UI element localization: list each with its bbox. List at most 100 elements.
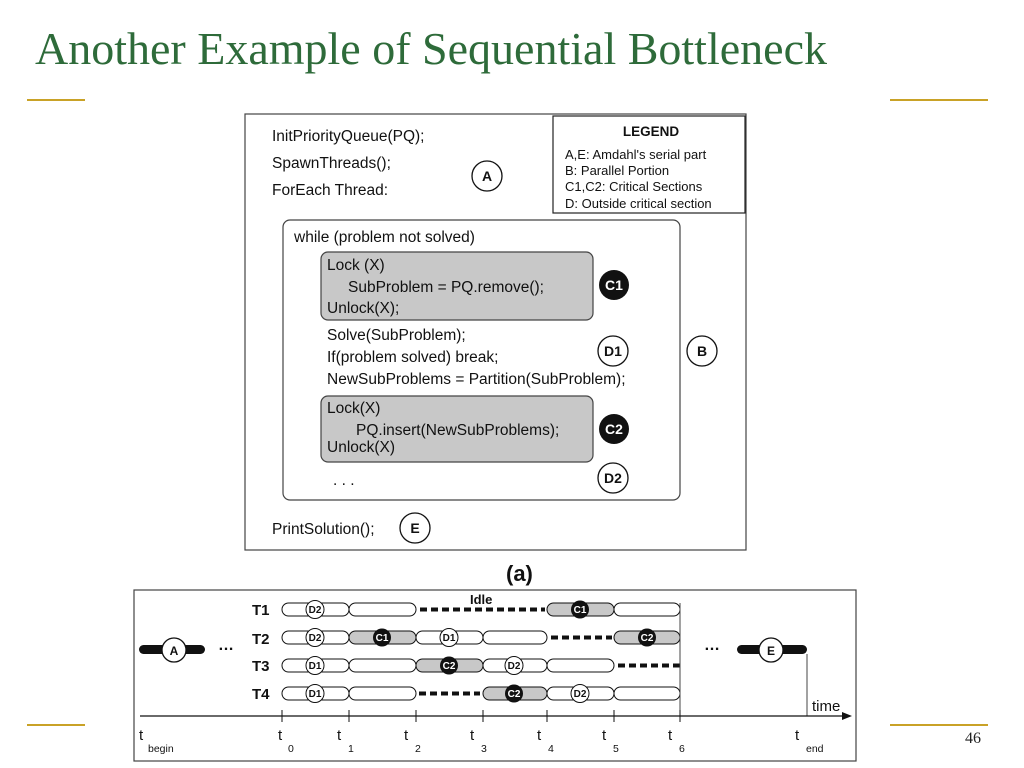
svg-text:C2: C2 [508,689,521,700]
t1-segment-c1: C1 [546,600,615,619]
serial-part-e: E [737,637,807,663]
t3-segment-plain-2 [546,658,615,673]
t1-segment-d2: D2 [281,600,350,619]
code-partition: NewSubProblems = Partition(SubProblem); [327,371,626,388]
legend-item-ae: A,E: Amdahl's serial part [565,147,707,162]
svg-text:t: t [404,727,409,744]
legend-box: LEGEND A,E: Amdahl's serial part B: Para… [552,115,746,214]
svg-text:D1: D1 [604,343,622,359]
t2-segment-d2: D2 [281,628,350,647]
marker-e: E [399,512,431,544]
svg-text:D1: D1 [309,689,322,700]
code-if-break: If(problem solved) break; [327,349,498,366]
idle-label: Idle [470,592,492,607]
t2-segment-plain [482,630,548,645]
code-init: InitPriorityQueue(PQ); [272,128,424,145]
figure-caption: (a) [506,561,533,586]
t3-segment-c2: C2 [415,656,484,675]
svg-text:C1: C1 [376,633,389,644]
t2-segment-c1: C1 [348,628,417,647]
t2-segment-d1: D1 [415,628,484,647]
marker-c1: C1 [599,270,629,300]
tick-label-5: t5 [602,727,619,755]
tick-label-1: t1 [337,727,354,755]
t4-segment-plain [348,686,417,701]
ellipsis-left: … [218,637,234,654]
time-axis-label: time [812,698,840,715]
svg-text:D2: D2 [574,689,587,700]
svg-text:C2: C2 [443,661,456,672]
critical-section-c1 [320,251,594,321]
svg-text:end: end [806,743,824,755]
svg-text:t: t [139,727,144,744]
svg-text:E: E [767,644,775,658]
tick-label-6: t6 [668,727,685,755]
top-left-rule [27,99,85,101]
svg-text:t: t [278,727,283,744]
code-c1-body: SubProblem = PQ.remove(); [348,279,544,296]
time-axis [140,712,852,720]
thread-segments: D2 C1 D2 C1 D1 C2 D1 C2 D2 D1 C2 D2 [281,600,681,703]
svg-text:t: t [470,727,475,744]
code-spawn: SpawnThreads(); [272,155,391,172]
svg-text:t: t [602,727,607,744]
legend-item-c: C1,C2: Critical Sections [565,179,703,194]
code-c1-lock: Lock (X) [327,257,385,274]
t3-segment-plain [348,658,417,673]
legend-title: LEGEND [623,124,680,139]
t2-segment-c2: C2 [613,628,681,647]
svg-text:t: t [337,727,342,744]
svg-text:A: A [482,168,492,184]
marker-b: B [686,335,718,367]
svg-text:D2: D2 [309,605,322,616]
critical-section-c2 [320,395,594,463]
code-c2-lock: Lock(X) [327,400,380,417]
t3-segment-d2: D2 [482,656,548,675]
thread-label-t4: T4 [252,686,270,703]
svg-text:C2: C2 [641,633,654,644]
code-print: PrintSolution(); [272,521,375,538]
code-c2-unlock: Unlock(X) [327,439,395,456]
svg-text:A: A [170,644,179,658]
svg-text:E: E [410,520,419,536]
t4-segment-c2: C2 [482,684,548,703]
legend-item-b: B: Parallel Portion [565,163,669,178]
t4-segment-d1: D1 [281,684,350,703]
tick-label-2: t2 [404,727,421,755]
slide-title: Another Example of Sequential Bottleneck [35,23,827,74]
svg-text:1: 1 [348,743,354,755]
svg-text:begin: begin [148,743,174,755]
svg-text:6: 6 [679,743,685,755]
svg-text:C1: C1 [605,277,623,293]
svg-text:t: t [795,727,800,744]
svg-text:D1: D1 [443,633,456,644]
marker-d1: D1 [597,335,629,367]
svg-text:3: 3 [481,743,487,755]
code-c1-unlock: Unlock(X); [327,300,399,317]
svg-text:D1: D1 [309,661,322,672]
svg-text:B: B [697,343,707,359]
t1-segment-plain [348,602,417,617]
time-ticks [281,710,681,722]
thread-label-t3: T3 [252,658,270,675]
svg-text:0: 0 [288,743,294,755]
tick-label-0: t0 [278,727,294,755]
code-solve: Solve(SubProblem); [327,327,466,344]
svg-text:C2: C2 [605,421,623,437]
bottom-left-rule [27,724,85,726]
t3-segment-d1: D1 [281,656,350,675]
t1-segment-plain-2 [613,602,681,617]
marker-d2: D2 [597,462,629,494]
svg-text:4: 4 [548,743,554,755]
bottom-right-rule [890,724,988,726]
ellipsis-right: … [704,637,720,654]
svg-text:D2: D2 [604,470,622,486]
svg-text:D2: D2 [508,661,521,672]
code-foreach: ForEach Thread: [272,182,388,199]
svg-text:t: t [668,727,673,744]
svg-text:D2: D2 [309,633,322,644]
svg-text:C1: C1 [574,605,587,616]
timeline-frame [133,589,857,762]
